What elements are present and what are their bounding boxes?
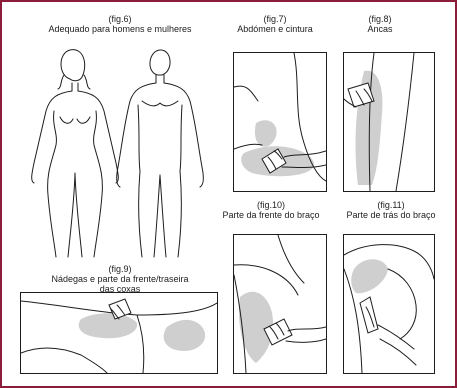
fig10-number: (fig.10): [216, 200, 326, 210]
man-figure: [117, 50, 204, 257]
fig6-caption: (fig.6) Adequado para homens e mulheres: [20, 14, 220, 34]
fig6-body-outlines: [18, 45, 218, 265]
fig10-illustration: [233, 234, 327, 374]
fig8-caption: (fig.8) Ancas: [340, 14, 420, 34]
fig10-caption: (fig.10) Parte da frente do braço: [216, 200, 326, 220]
fig8-number: (fig.8): [340, 14, 420, 24]
fig6-title: Adequado para homens e mulheres: [20, 24, 220, 34]
fig11-number: (fig.11): [336, 200, 446, 210]
fig9-caption: (fig.9) Nádegas e parte da frente/trasei…: [20, 264, 220, 294]
fig9-illustration: [20, 292, 218, 374]
fig10-title: Parte da frente do braço: [216, 210, 326, 220]
fig9-title-line1: Nádegas e parte da frente/traseira: [20, 274, 220, 284]
fig7-illustration: [233, 52, 327, 192]
fig11-caption: (fig.11) Parte de trás do braço: [336, 200, 446, 220]
fig8-title: Ancas: [340, 24, 420, 34]
fig7-title: Abdómen e cintura: [215, 24, 335, 34]
fig6-number: (fig.6): [20, 14, 220, 24]
woman-figure: [32, 50, 119, 257]
fig9-number: (fig.9): [20, 264, 220, 274]
fig7-caption: (fig.7) Abdómen e cintura: [215, 14, 335, 34]
fig8-illustration: [343, 52, 435, 192]
fig7-number: (fig.7): [215, 14, 335, 24]
fig11-title: Parte de trás do braço: [336, 210, 446, 220]
fig11-illustration: [343, 234, 435, 374]
